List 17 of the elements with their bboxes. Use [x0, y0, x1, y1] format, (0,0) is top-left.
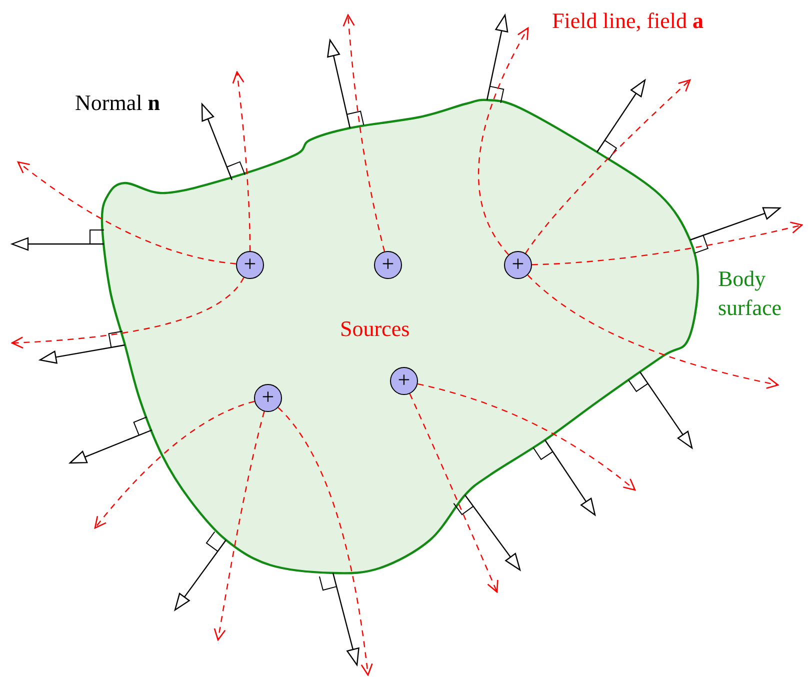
field-line: [94, 400, 255, 529]
field-line: [532, 222, 803, 266]
field-line: [11, 277, 244, 348]
field-line: [232, 71, 251, 251]
field-line: [409, 394, 498, 593]
field-line: [17, 161, 236, 264]
field-line: [418, 383, 636, 491]
field-line: [527, 274, 779, 389]
field-line: [525, 79, 691, 254]
field-line: [214, 411, 265, 641]
field-line: [478, 27, 529, 256]
annotation-label: Field line, field a: [552, 7, 704, 35]
field-line: [278, 407, 373, 676]
annotation-label: Normal n: [75, 89, 160, 117]
body-surface-label: Body surface: [718, 265, 783, 322]
field-line: [342, 14, 386, 252]
body-label: Sources: [340, 315, 410, 343]
